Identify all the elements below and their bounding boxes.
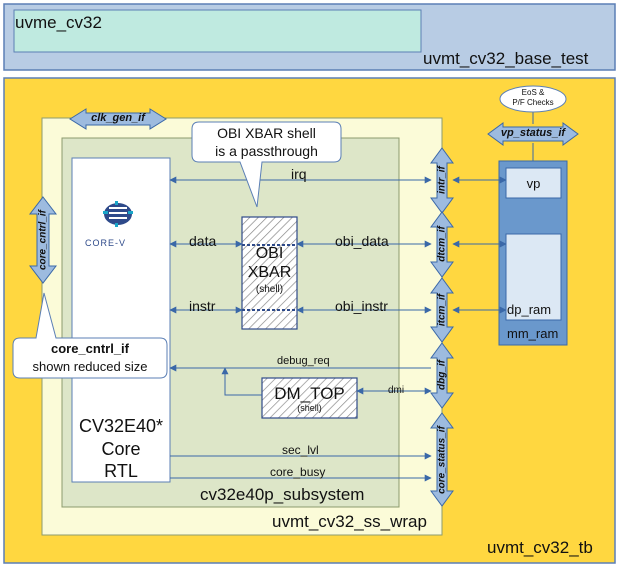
- debug-req-label: debug_req: [277, 355, 330, 367]
- core-cntrl-callout-line2: shown reduced size: [32, 359, 148, 374]
- core-cntrl-if-arrow: [28, 196, 58, 284]
- xbar-title-line2: XBAR: [247, 264, 292, 281]
- uvme-env-box: [13, 9, 422, 53]
- core-v-logo-icon: [103, 201, 133, 227]
- dm-sub: (shell): [297, 403, 322, 413]
- checks-line1: EoS &: [521, 88, 545, 97]
- dm-title: DM_TOP: [274, 384, 345, 403]
- sec-lvl-label: sec_lvl: [282, 443, 319, 457]
- dbg-if-arrow: [430, 342, 454, 409]
- clk-gen-if-arrow: [69, 108, 167, 130]
- dp-ram-box: [505, 233, 562, 321]
- xbar-callout-bubble: [191, 121, 342, 208]
- xbar-title-line1: OBI: [255, 245, 284, 262]
- data-label: data: [189, 233, 217, 249]
- dm-debug-line: [221, 367, 262, 396]
- vp-label: vp: [526, 176, 541, 191]
- tb-label: uvmt_cv32_tb: [487, 538, 593, 557]
- dp-ram-label: dp_ram: [507, 302, 552, 317]
- dtcm-if-arrow: [430, 211, 454, 278]
- core-name-line2: Core: [101, 439, 141, 459]
- dbg-if-label: dbg_if: [436, 360, 448, 390]
- core-status-if-label: core_status_if: [436, 426, 448, 494]
- xbar-sub: (shell): [255, 284, 284, 295]
- xbar-callout-line1: OBI XBAR shell: [217, 125, 316, 141]
- itcm-if-arrow: [430, 277, 454, 343]
- ss-wrap-label: uvmt_cv32_ss_wrap: [272, 512, 427, 531]
- clk-gen-if-label: clk_gen_if: [91, 112, 145, 124]
- core-busy-label: core_busy: [270, 465, 326, 479]
- dm-top-box: [261, 377, 358, 419]
- mm-ram-label: mm_ram: [507, 326, 559, 341]
- base-test-label: uvmt_cv32_base_test: [423, 49, 589, 68]
- obi-instr-label: obi_instr: [335, 298, 388, 314]
- dmi-label: dmi: [388, 385, 405, 396]
- itcm-if-label: itcm_if: [436, 293, 448, 327]
- subsystem-label: cv32e40p_subsystem: [200, 485, 365, 504]
- core-status-if-arrow: [430, 412, 454, 507]
- core-cntrl-callout-bubble: [12, 292, 168, 379]
- core-cntrl-if-label: core_cntrl_if: [37, 209, 49, 271]
- instr-label: instr: [189, 298, 216, 314]
- vp-status-if-label: vp_status_if: [500, 127, 566, 139]
- checks-bubble: [499, 85, 567, 113]
- obi-data-label: obi_data: [335, 233, 389, 249]
- vp-box: [505, 167, 562, 199]
- dtcm-if-label: dtcm_if: [436, 226, 448, 262]
- core-cntrl-callout-line1: core_cntrl_if: [50, 341, 130, 356]
- vp-status-if-arrow: [487, 122, 579, 146]
- core-name-line3: RTL: [104, 461, 138, 481]
- irq-label: irq: [291, 166, 307, 182]
- uvme-env-label: uvme_cv32: [15, 13, 102, 32]
- core-name-line1: CV32E40*: [78, 416, 164, 436]
- intr-if-label: intr_if: [436, 166, 448, 194]
- xbar-callout-line2: is a passthrough: [215, 143, 318, 159]
- core-v-logo-text: CORE-V: [85, 238, 127, 248]
- checks-line2: P/F Checks: [512, 98, 554, 107]
